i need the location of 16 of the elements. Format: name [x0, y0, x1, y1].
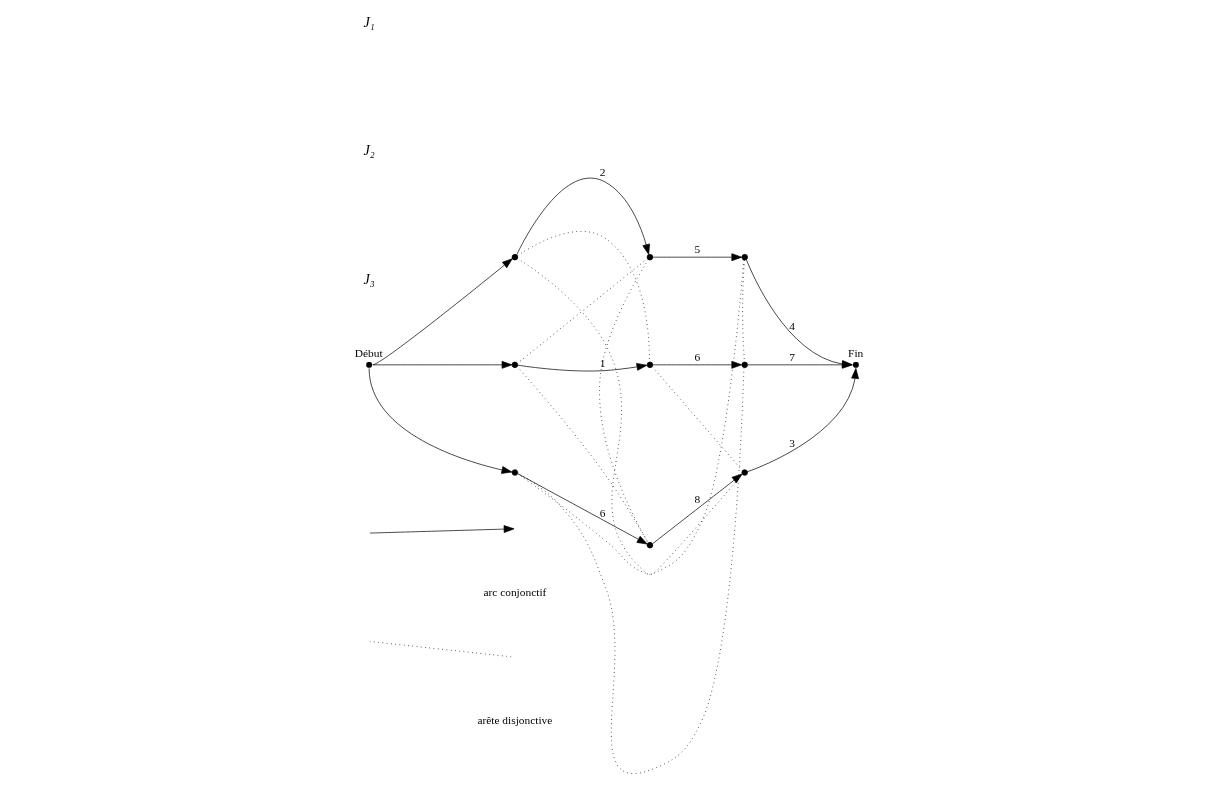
label: J₃: [363, 270, 375, 287]
edge-label: 7: [789, 351, 795, 364]
node-label: Fin: [848, 346, 864, 359]
label: J₁: [363, 13, 375, 30]
edge-label: 8: [694, 492, 701, 505]
edge-label: 5: [694, 243, 701, 256]
edge-label: 4: [789, 319, 795, 332]
legend-label: arc conjonctif: [483, 585, 547, 598]
edge-label: 2: [599, 166, 606, 179]
legend-label: arête disjonctive: [477, 713, 553, 726]
node-label: Début: [354, 346, 383, 359]
edge-label: 6: [694, 351, 701, 364]
edge-label: 6: [599, 506, 606, 519]
label: J₂: [363, 142, 375, 159]
edge-label: 1: [599, 356, 606, 369]
edge-label: 3: [789, 436, 795, 449]
